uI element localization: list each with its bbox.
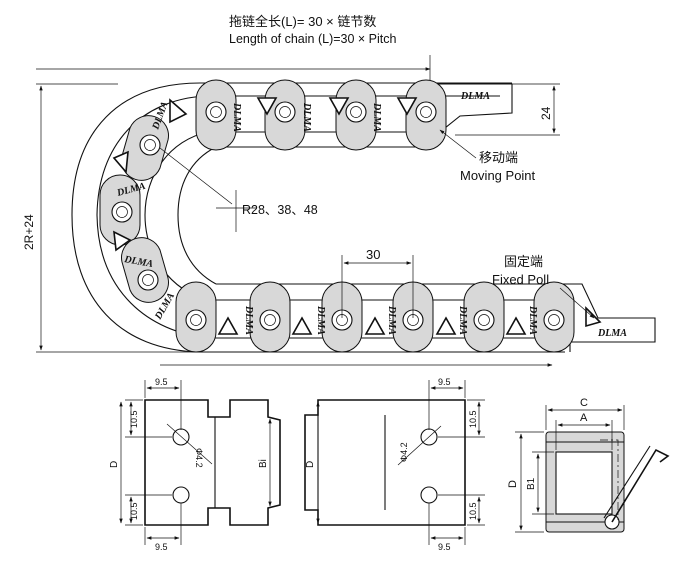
cross-inner-label: A (580, 412, 588, 424)
pitch-dimension (341, 255, 414, 318)
pitch-label: 30 (366, 247, 380, 262)
brand-logo: DLMA (371, 102, 382, 132)
triangle-mark (291, 316, 313, 335)
cross-section-view (515, 405, 670, 533)
chain-link-bend-2 (99, 174, 141, 246)
chain-link-bottom-1 (175, 281, 217, 353)
middle-hole-label: Φ4.2 (399, 442, 409, 462)
side-view-left (119, 380, 281, 545)
fixed-poll-leader (559, 287, 595, 319)
outer-height-label: 2R+24 (22, 214, 36, 250)
fixed-poll-label-cn: 固定端 (504, 254, 543, 269)
chain-link-bottom-6 (533, 281, 575, 353)
brand-logo: DLMA (301, 102, 312, 132)
height-24-label: 24 (539, 106, 553, 120)
fixed-poll-label-en: Fixed Poll (492, 272, 549, 287)
height-24-dimension (455, 83, 560, 136)
brand-logo: DLMA (386, 305, 397, 335)
radius-label: R28、38、48 (242, 203, 318, 217)
middle-bottom-width: 9.5 (438, 542, 451, 552)
triangle-mark (256, 97, 278, 116)
left-top-width: 9.5 (155, 377, 168, 387)
left-top-gap: 10.5 (129, 410, 139, 428)
side-view-middle (304, 380, 485, 545)
cross-inner-height-label: B1 (526, 477, 537, 490)
left-hole-label: Φ4.2 (194, 448, 204, 468)
moving-point-label-en: Moving Point (460, 168, 536, 183)
triangle-mark (217, 316, 239, 335)
left-height-label: D (109, 461, 120, 468)
triangle-mark (169, 98, 188, 124)
triangle-mark (328, 97, 350, 116)
moving-point-label-cn: 移动端 (479, 150, 518, 165)
left-inner-label: Bi (258, 459, 269, 468)
middle-bottom-gap: 10.5 (468, 502, 478, 520)
chain-link-bend-3 (121, 237, 169, 303)
chain-link-top-4 (405, 79, 447, 151)
moving-point-leader (439, 129, 477, 159)
middle-height-label: D (305, 461, 316, 468)
brand-logo: DLMA (597, 328, 627, 339)
cross-height-label: D (507, 480, 519, 488)
radius-center-mark (159, 147, 256, 232)
triangle-mark (396, 97, 418, 116)
chain-link-bottom-5 (463, 281, 505, 353)
chain-link-bend-1 (121, 115, 169, 181)
brand-logo: DLMA (122, 254, 154, 270)
triangle-mark (505, 316, 527, 335)
chain-length-formula-en: Length of chain (L)=30 × Pitch (229, 32, 397, 46)
triangle-mark (112, 150, 129, 174)
triangle-mark (364, 316, 386, 335)
triangle-mark (435, 316, 457, 335)
brand-logo: DLMA (460, 91, 490, 102)
brand-logo: DLMA (243, 305, 254, 335)
left-bottom-width: 9.5 (155, 542, 168, 552)
chain-link-top-2 (264, 79, 306, 151)
chain-link-top-1 (195, 79, 237, 151)
brand-logo: DLMA (231, 102, 242, 132)
left-bottom-gap: 10.5 (129, 502, 139, 520)
cross-outer-label: C (580, 397, 588, 409)
chain-link-bottom-2 (249, 281, 291, 353)
chain-link-top-3 (335, 79, 377, 151)
brand-logo: DLMA (457, 305, 468, 335)
middle-top-gap: 10.5 (468, 410, 478, 428)
triangle-mark (113, 230, 132, 252)
brand-logo: DLMA (315, 305, 326, 335)
brand-logo: DLMA (527, 305, 538, 335)
chain-bend (71, 82, 217, 353)
middle-top-width: 9.5 (438, 377, 451, 387)
chain-length-formula-cn: 拖链全长(L)= 30 × 链节数 (229, 14, 376, 29)
